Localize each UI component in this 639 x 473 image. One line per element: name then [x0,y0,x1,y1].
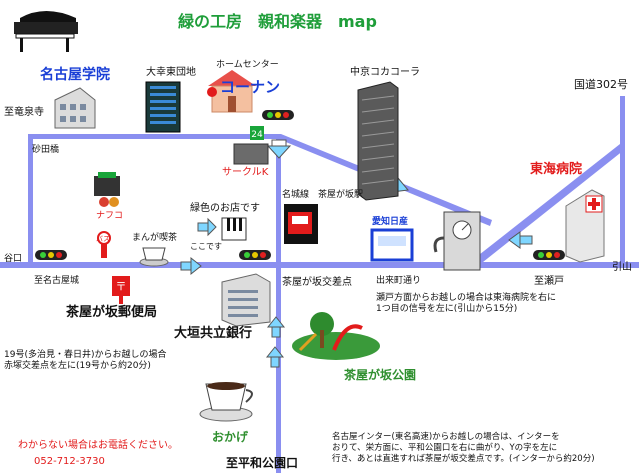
piano-keys-icon [221,217,247,241]
upper-road-horizontal [28,134,278,139]
park-icon [292,312,380,360]
left-road-vertical [28,134,33,268]
convenience-store-icon: 24 [233,126,269,165]
contact-prompt: わからない場合はお電話ください。 [18,440,178,451]
arrow-right-icon [197,217,217,237]
arrow-right-icon [180,256,202,276]
to-hirawa-label: 至平和公園口 [226,456,299,470]
page-title: 緑の工房 親和楽器 map [178,12,377,31]
aichi-nissan-label: 愛知日産 [372,217,409,227]
center-road-vertical [276,134,281,473]
home-center-icon [207,70,256,113]
post-office-icon: 〒 [112,276,130,304]
station-icon [284,204,318,244]
okage-label: おかげ [212,430,249,444]
arrow-up-icon [266,316,286,338]
bank-building-icon [221,273,271,327]
bus-stop-label: バス [96,235,110,243]
meijo-line-label: 名城線 茶屋が坂駅 [282,190,364,200]
circle-k-label: サークルK [222,167,269,178]
manga-kissa-label: まんが喫茶 [132,233,178,243]
svg-text:〒: 〒 [116,280,127,293]
contact-phone[interactable]: 052-712-3730 [34,456,105,467]
hospital-icon [565,189,605,263]
supermarket-icon [94,172,120,207]
tokai-hospital-label: 東海病院 [530,162,583,177]
nafuko-label: ナフコ [96,211,124,221]
nagoya-gakuin-label: 名古屋学院 [40,67,110,83]
school-building-icon [54,87,96,129]
post-office-label: 茶屋が坂郵便局 [66,305,158,320]
midori-shop-label: 緑色のお店です [190,203,260,214]
traffic-light-icon [35,250,67,260]
koko-desu-label: ここです [190,242,222,251]
arrow-left-icon [508,231,533,249]
route302-vertical [620,96,625,268]
seto-directions-note: 瀬戸方面からお越しの場合は東海病院を右に 1つ目の信号を左に(引山から15分) [376,293,557,314]
arrow-up-icon [265,346,285,368]
bus-stop-icon [97,231,111,258]
dekimachi-label: 出来町通り [376,276,422,286]
traffic-light-icon [239,250,271,260]
arrow-down-icon [266,139,292,159]
taniguchi-label: 谷口 [4,254,23,264]
route302-label: 国道302号 [574,78,628,91]
svg-text:24: 24 [251,130,263,140]
gas-station-icon [433,211,481,271]
konan-label: コーナン [220,78,281,96]
traffic-light-icon [533,250,565,260]
hikiyama-label: 引山 [612,262,632,273]
traffic-light-icon [262,110,294,120]
car-dealer-icon [370,228,414,262]
coffee-cup-icon [139,247,169,267]
route19-directions-note: 19号(多治見・春日井)からお越しの場合 赤塚交差点を左に(19号から約20分) [4,350,167,371]
to-ryusenji-label: 至竜泉寺 [4,107,44,118]
park-label: 茶屋が坂公園 [344,368,417,382]
chayagasaka-intersection-label: 茶屋が坂交差点 [282,277,352,288]
piano-icon [14,11,78,52]
sunadabashi-label: 砂田橋 [32,145,60,155]
highway-directions-note: 名古屋インター(東名高速)からお越しの場合は、インターを おりて、栄方面に、平和… [332,432,595,464]
to-nagoya-castle-label: 至名古屋城 [34,276,80,286]
ogaki-bank-label: 大垣共立銀行 [174,326,253,341]
apartment-building-icon [145,81,181,133]
coffee-cup-icon [199,382,253,422]
chukyo-cola-label: 中京コカコーラ [350,67,420,78]
office-tower-icon [357,81,399,201]
to-seto-label: 至瀬戸 [534,276,564,287]
diagonal-road-to-seto [470,144,624,266]
daiko-higashi-label: 大幸東団地 [146,67,196,78]
home-center-label: ホームセンター [216,60,279,70]
main-road-horizontal [0,262,639,268]
